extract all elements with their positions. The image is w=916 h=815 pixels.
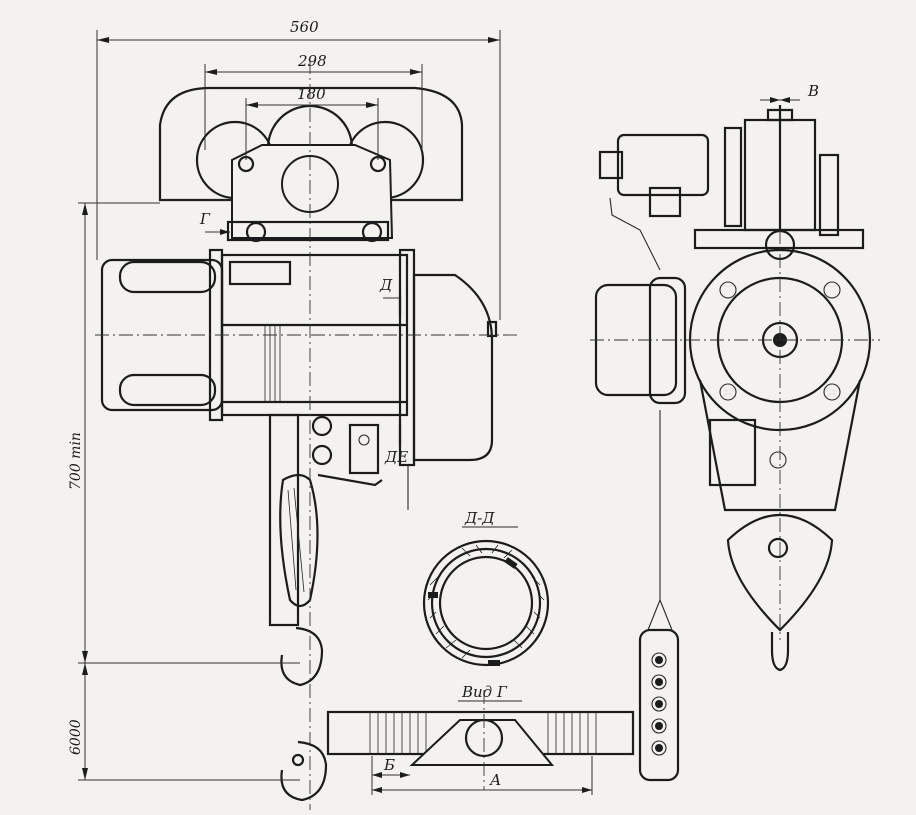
motor-terminal (648, 186, 682, 218)
limit-switch-bolt (358, 434, 370, 446)
rope-clamp-1 (504, 557, 518, 569)
travel-motor (616, 133, 710, 197)
limit-switch-box (348, 423, 380, 475)
rope-guide (268, 413, 300, 627)
trolley-axle-bar (226, 220, 390, 242)
hoist-motor-flange (648, 276, 687, 405)
view-title: Вид Г (461, 683, 508, 701)
arrows-v (770, 97, 790, 103)
section-d-marker-top: Д (379, 276, 393, 294)
side-hook-block (726, 513, 834, 632)
rope-clamp-2 (428, 592, 438, 598)
motor-end (598, 150, 624, 180)
beam-outline (158, 86, 464, 202)
pendant-button-rings (651, 652, 667, 756)
wheel-flange-right (818, 153, 840, 237)
section-d-marker-bottom: ДЕ (384, 448, 408, 466)
hook-lower-eye (291, 753, 305, 767)
section-title: Д-Д (464, 509, 495, 527)
frame-bolt (769, 451, 787, 469)
section-outer-ring (422, 539, 550, 667)
dim-560-text: 560 (290, 18, 319, 36)
wire-harness (609, 197, 661, 271)
dim-180-text: 180 (297, 85, 326, 103)
motor-fin-top (118, 260, 217, 294)
arrows-6000 (82, 663, 88, 780)
drum-bolts (719, 281, 841, 401)
limit-switch-side (708, 418, 757, 487)
side-view: В (590, 82, 880, 782)
front-view: 560 298 180 700 min 6000 Г Д ДЕ (68, 18, 520, 810)
dim-298-text: 298 (297, 52, 327, 70)
dim-b-text: Б (383, 756, 395, 774)
dim-700-text: 700 min (68, 432, 84, 490)
limit-switch-pulley (311, 415, 333, 437)
spring-coils-left (369, 712, 427, 754)
section-d-d: Д-Д (422, 509, 550, 667)
drum-grooves (264, 325, 281, 402)
pendant-body (638, 628, 680, 782)
rail-head (766, 108, 794, 122)
spring-coils-right (547, 712, 597, 754)
section-inner-ring (438, 555, 534, 651)
detail-v-label: В (807, 82, 819, 100)
limit-rod (317, 473, 383, 487)
pendant-strap-1 (647, 599, 661, 631)
terminal-box (228, 260, 292, 286)
section-hatching (427, 544, 545, 659)
end-cap (486, 320, 498, 338)
center-bracket (409, 719, 555, 766)
view-g-marker: Г (199, 210, 211, 228)
limit-switch-pulley-2 (311, 444, 333, 466)
side-hook (770, 632, 790, 672)
section-mid-ring (430, 547, 542, 659)
hook-upper (280, 626, 324, 687)
rope-clamp-3 (488, 660, 500, 666)
rope-lines (287, 487, 305, 593)
dim-6000-text: 6000 (68, 719, 84, 755)
hook-lower (280, 740, 328, 802)
side-hook-pivot (767, 537, 789, 559)
view-g-arrowhead (220, 229, 230, 235)
view-g: Вид Г Б А (326, 683, 635, 795)
dim-a-text: А (489, 771, 501, 789)
gearbox-cover (412, 273, 494, 462)
motor-fin-bottom (118, 373, 217, 407)
frame-taper (698, 379, 862, 512)
pendant-strap-2 (659, 599, 673, 631)
wheel-flange-left (723, 126, 743, 228)
pendant-buttons (655, 656, 663, 752)
arrows-b (372, 772, 410, 778)
